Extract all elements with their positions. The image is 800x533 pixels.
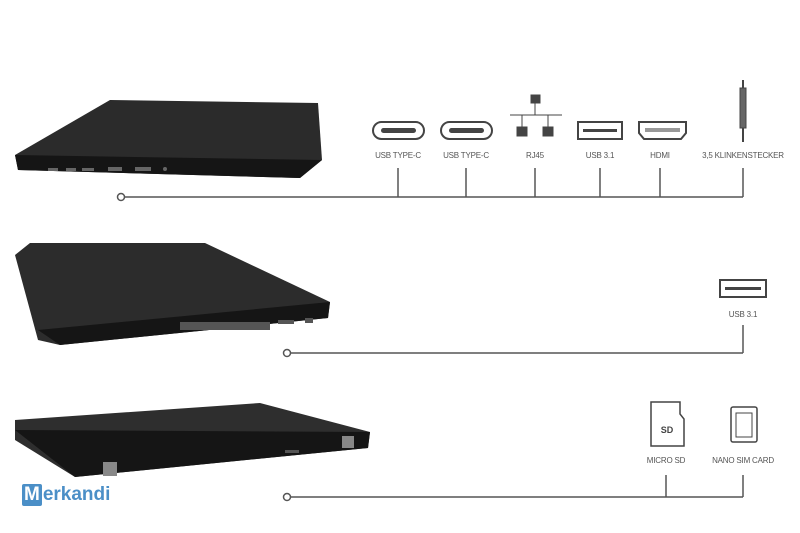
usb-c-icon: [372, 121, 425, 140]
network-icon: [510, 94, 562, 137]
sim-card-icon: [730, 406, 758, 443]
port-label: HDMI: [650, 151, 670, 160]
port-label: NANO SIM CARD: [712, 456, 774, 465]
port-label: 3,5 KLINKENSTECKER: [702, 151, 784, 160]
port-label: USB TYPE-C: [443, 151, 489, 160]
usb-a-icon: [719, 279, 767, 298]
usb-a-icon: [577, 121, 623, 140]
logo-initial: M: [22, 484, 42, 506]
audio-jack-icon: [739, 80, 747, 142]
laptop-left-side: [15, 100, 322, 178]
port-label: USB 3.1: [585, 151, 615, 160]
svg-text:SD: SD: [661, 425, 674, 435]
usb-c-icon: [440, 121, 493, 140]
row1-connector-lines: [116, 168, 744, 202]
row3-connector-lines: [282, 475, 744, 502]
laptop-back-side: [15, 403, 370, 477]
row2-connector-lines: [282, 325, 744, 358]
logo-text: erkandi: [42, 484, 111, 505]
port-label: USB TYPE-C: [375, 151, 421, 160]
hdmi-icon: [638, 121, 687, 140]
laptop-right-side: [15, 243, 330, 345]
port-label: MICRO SD: [646, 456, 686, 465]
micro-sd-icon: SD: [650, 401, 685, 447]
port-label: RJ45: [526, 151, 544, 160]
port-label: USB 3.1: [728, 310, 758, 319]
